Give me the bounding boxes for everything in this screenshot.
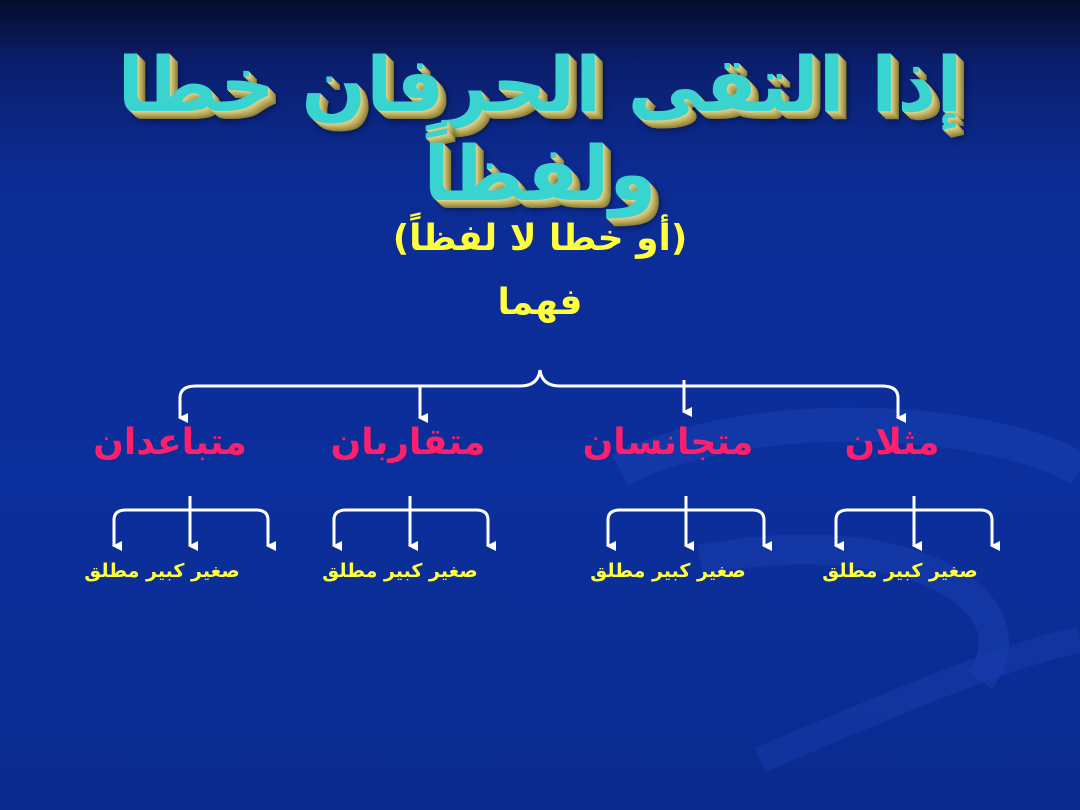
sub-brace-3 [332,496,496,551]
category-mutabaidan: متباعدان [93,422,247,463]
subtitle-line-2: فهما [497,282,583,323]
leaf-types-4: صغير كبير مطلق [84,560,240,582]
slide-title: إذا التقى الحرفان خطا ولفظاً [117,40,963,218]
category-mutajanisan: متجانسان [582,422,754,463]
main-brace [178,369,906,423]
leaf-types-1: صغير كبير مطلق [822,560,978,582]
subtitle-line-1: (أو خطا لا لفظاً) [392,218,688,259]
leaf-types-2: صغير كبير مطلق [590,560,746,582]
sub-brace-2 [606,496,772,551]
category-mutaqariban: متقاربان [330,422,486,463]
sub-brace-1 [834,496,1000,551]
category-mithlan: مثلان [844,422,940,463]
sub-brace-4 [112,496,276,551]
leaf-types-3: صغير كبير مطلق [322,560,478,582]
